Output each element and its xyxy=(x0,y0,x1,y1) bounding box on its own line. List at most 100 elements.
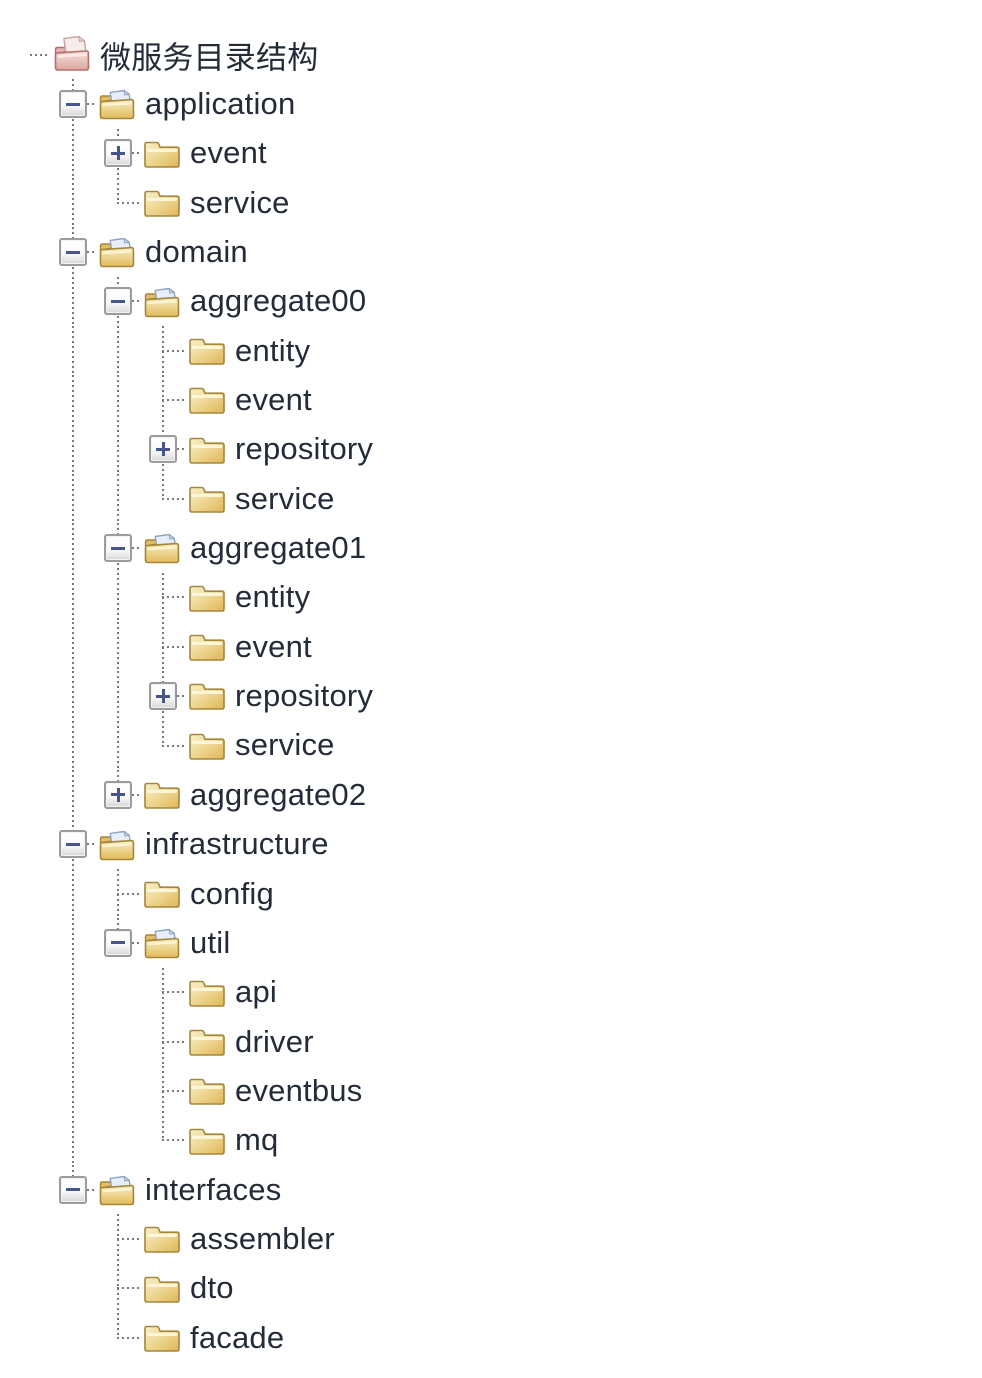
closed-folder-icon[interactable] xyxy=(188,384,226,415)
tree-node-label[interactable]: aggregate02 xyxy=(190,776,367,812)
closed-folder-icon[interactable] xyxy=(188,631,226,662)
closed-folder-icon[interactable] xyxy=(143,1322,181,1353)
tree-node-label[interactable]: util xyxy=(190,924,231,960)
tree-guide-line xyxy=(117,375,119,425)
tree-guide-line xyxy=(117,1287,140,1290)
closed-folder-icon[interactable] xyxy=(188,1075,226,1106)
closed-folder-icon[interactable] xyxy=(188,730,226,761)
tree-guide-line xyxy=(162,375,164,401)
closed-folder-icon[interactable] xyxy=(143,1273,181,1304)
expander-minus-icon[interactable] xyxy=(59,1175,87,1204)
closed-folder-icon[interactable] xyxy=(143,138,181,169)
tree-guide-line xyxy=(162,1115,164,1141)
tree-guide-line xyxy=(117,1288,119,1313)
root-folder-icon[interactable] xyxy=(53,34,91,74)
tree-node-label[interactable]: dto xyxy=(190,1270,234,1306)
tree-node: dto xyxy=(0,1263,982,1313)
tree-node-label[interactable]: entity xyxy=(235,332,311,368)
tree-node-label[interactable]: service xyxy=(235,727,335,763)
tree-node-label[interactable]: domain xyxy=(145,234,248,270)
closed-folder-icon[interactable] xyxy=(188,680,226,711)
expander-minus-icon[interactable] xyxy=(104,287,132,316)
open-folder-icon[interactable] xyxy=(98,233,136,268)
tree-guide-line xyxy=(162,1090,164,1116)
tree-node-label[interactable]: facade xyxy=(190,1319,285,1355)
open-folder-icon[interactable] xyxy=(143,283,181,318)
expander-plus-icon[interactable] xyxy=(104,780,132,809)
closed-folder-icon[interactable] xyxy=(188,335,226,366)
tree-node: service xyxy=(0,474,982,524)
tree-guide-line xyxy=(162,349,185,352)
open-folder-icon[interactable] xyxy=(143,924,181,959)
expander-sign-bar xyxy=(116,787,120,802)
tree-node-label[interactable]: entity xyxy=(235,579,311,615)
tree-guide-line xyxy=(72,868,74,919)
closed-folder-icon[interactable] xyxy=(188,582,226,613)
tree-node-label[interactable]: config xyxy=(190,875,274,911)
open-folder-icon[interactable] xyxy=(98,826,136,861)
expander-sign-bar xyxy=(161,442,165,457)
tree-node: event xyxy=(0,128,982,179)
tree-guide-line xyxy=(117,868,119,894)
closed-folder-icon[interactable] xyxy=(143,878,181,909)
tree-node: service xyxy=(0,178,982,228)
tree-node-label[interactable]: mq xyxy=(235,1122,279,1158)
expander-plus-icon[interactable] xyxy=(149,435,177,464)
tree-node: application xyxy=(0,79,982,129)
tree-node-label[interactable]: driver xyxy=(235,1023,314,1059)
tree-node-label[interactable]: 微服务目录结构 xyxy=(100,40,319,76)
tree-guide-line xyxy=(162,597,164,623)
expander-minus-icon[interactable] xyxy=(59,90,87,119)
tree-node-label[interactable]: repository xyxy=(235,678,374,714)
expander-minus-icon[interactable] xyxy=(104,534,132,563)
tree-guide-line xyxy=(162,497,185,500)
tree-node-label[interactable]: infrastructure xyxy=(145,826,329,862)
expander-plus-icon[interactable] xyxy=(149,682,177,711)
tree-node-label[interactable]: aggregate01 xyxy=(190,530,367,566)
tree-guide-line xyxy=(117,1263,119,1289)
tree-guide-line xyxy=(117,720,119,771)
expander-sign-bar xyxy=(66,1188,80,1192)
tree-node: facade xyxy=(0,1312,982,1362)
tree-node-label[interactable]: application xyxy=(145,86,296,122)
tree-guide-line xyxy=(72,178,74,228)
tree-node: entity xyxy=(0,326,982,376)
closed-folder-icon[interactable] xyxy=(188,1026,226,1057)
tree-guide-line xyxy=(117,178,119,203)
closed-folder-icon[interactable] xyxy=(188,434,226,465)
tree-guide-line xyxy=(117,1238,119,1264)
open-folder-icon[interactable] xyxy=(143,529,181,564)
tree-node-label[interactable]: api xyxy=(235,974,277,1010)
tree-node: util xyxy=(0,918,982,968)
closed-folder-icon[interactable] xyxy=(143,187,181,218)
closed-folder-icon[interactable] xyxy=(143,779,181,810)
tree-node-label[interactable]: service xyxy=(190,184,290,220)
tree-node-label[interactable]: assembler xyxy=(190,1220,335,1256)
expander-minus-icon[interactable] xyxy=(59,830,87,859)
expander-sign-bar xyxy=(111,941,125,945)
expander-minus-icon[interactable] xyxy=(104,928,132,957)
tree-node-label[interactable]: service xyxy=(235,480,335,516)
tree-node: config xyxy=(0,868,982,919)
tree-guide-line xyxy=(117,892,140,895)
closed-folder-icon[interactable] xyxy=(188,1125,226,1156)
closed-folder-icon[interactable] xyxy=(188,977,226,1008)
tree-node: infrastructure xyxy=(0,819,982,869)
open-folder-icon[interactable] xyxy=(98,1171,136,1206)
expander-minus-icon[interactable] xyxy=(59,238,87,267)
tree-node-label[interactable]: event xyxy=(235,628,312,664)
tree-node-label[interactable]: event xyxy=(190,135,267,171)
tree-guide-line xyxy=(72,720,74,771)
tree-node-label[interactable]: event xyxy=(235,382,312,418)
open-folder-icon[interactable] xyxy=(98,85,136,120)
tree-guide-line xyxy=(117,326,119,376)
tree-node-label[interactable]: aggregate00 xyxy=(190,283,367,319)
tree-node-label[interactable]: interfaces xyxy=(145,1171,282,1207)
closed-folder-icon[interactable] xyxy=(188,483,226,514)
tree-node: event xyxy=(0,375,982,425)
tree-node-label[interactable]: eventbus xyxy=(235,1072,363,1108)
tree-node-label[interactable]: repository xyxy=(235,431,374,467)
expander-plus-icon[interactable] xyxy=(104,139,132,168)
closed-folder-icon[interactable] xyxy=(143,1223,181,1254)
tree-guide-line xyxy=(162,474,164,499)
